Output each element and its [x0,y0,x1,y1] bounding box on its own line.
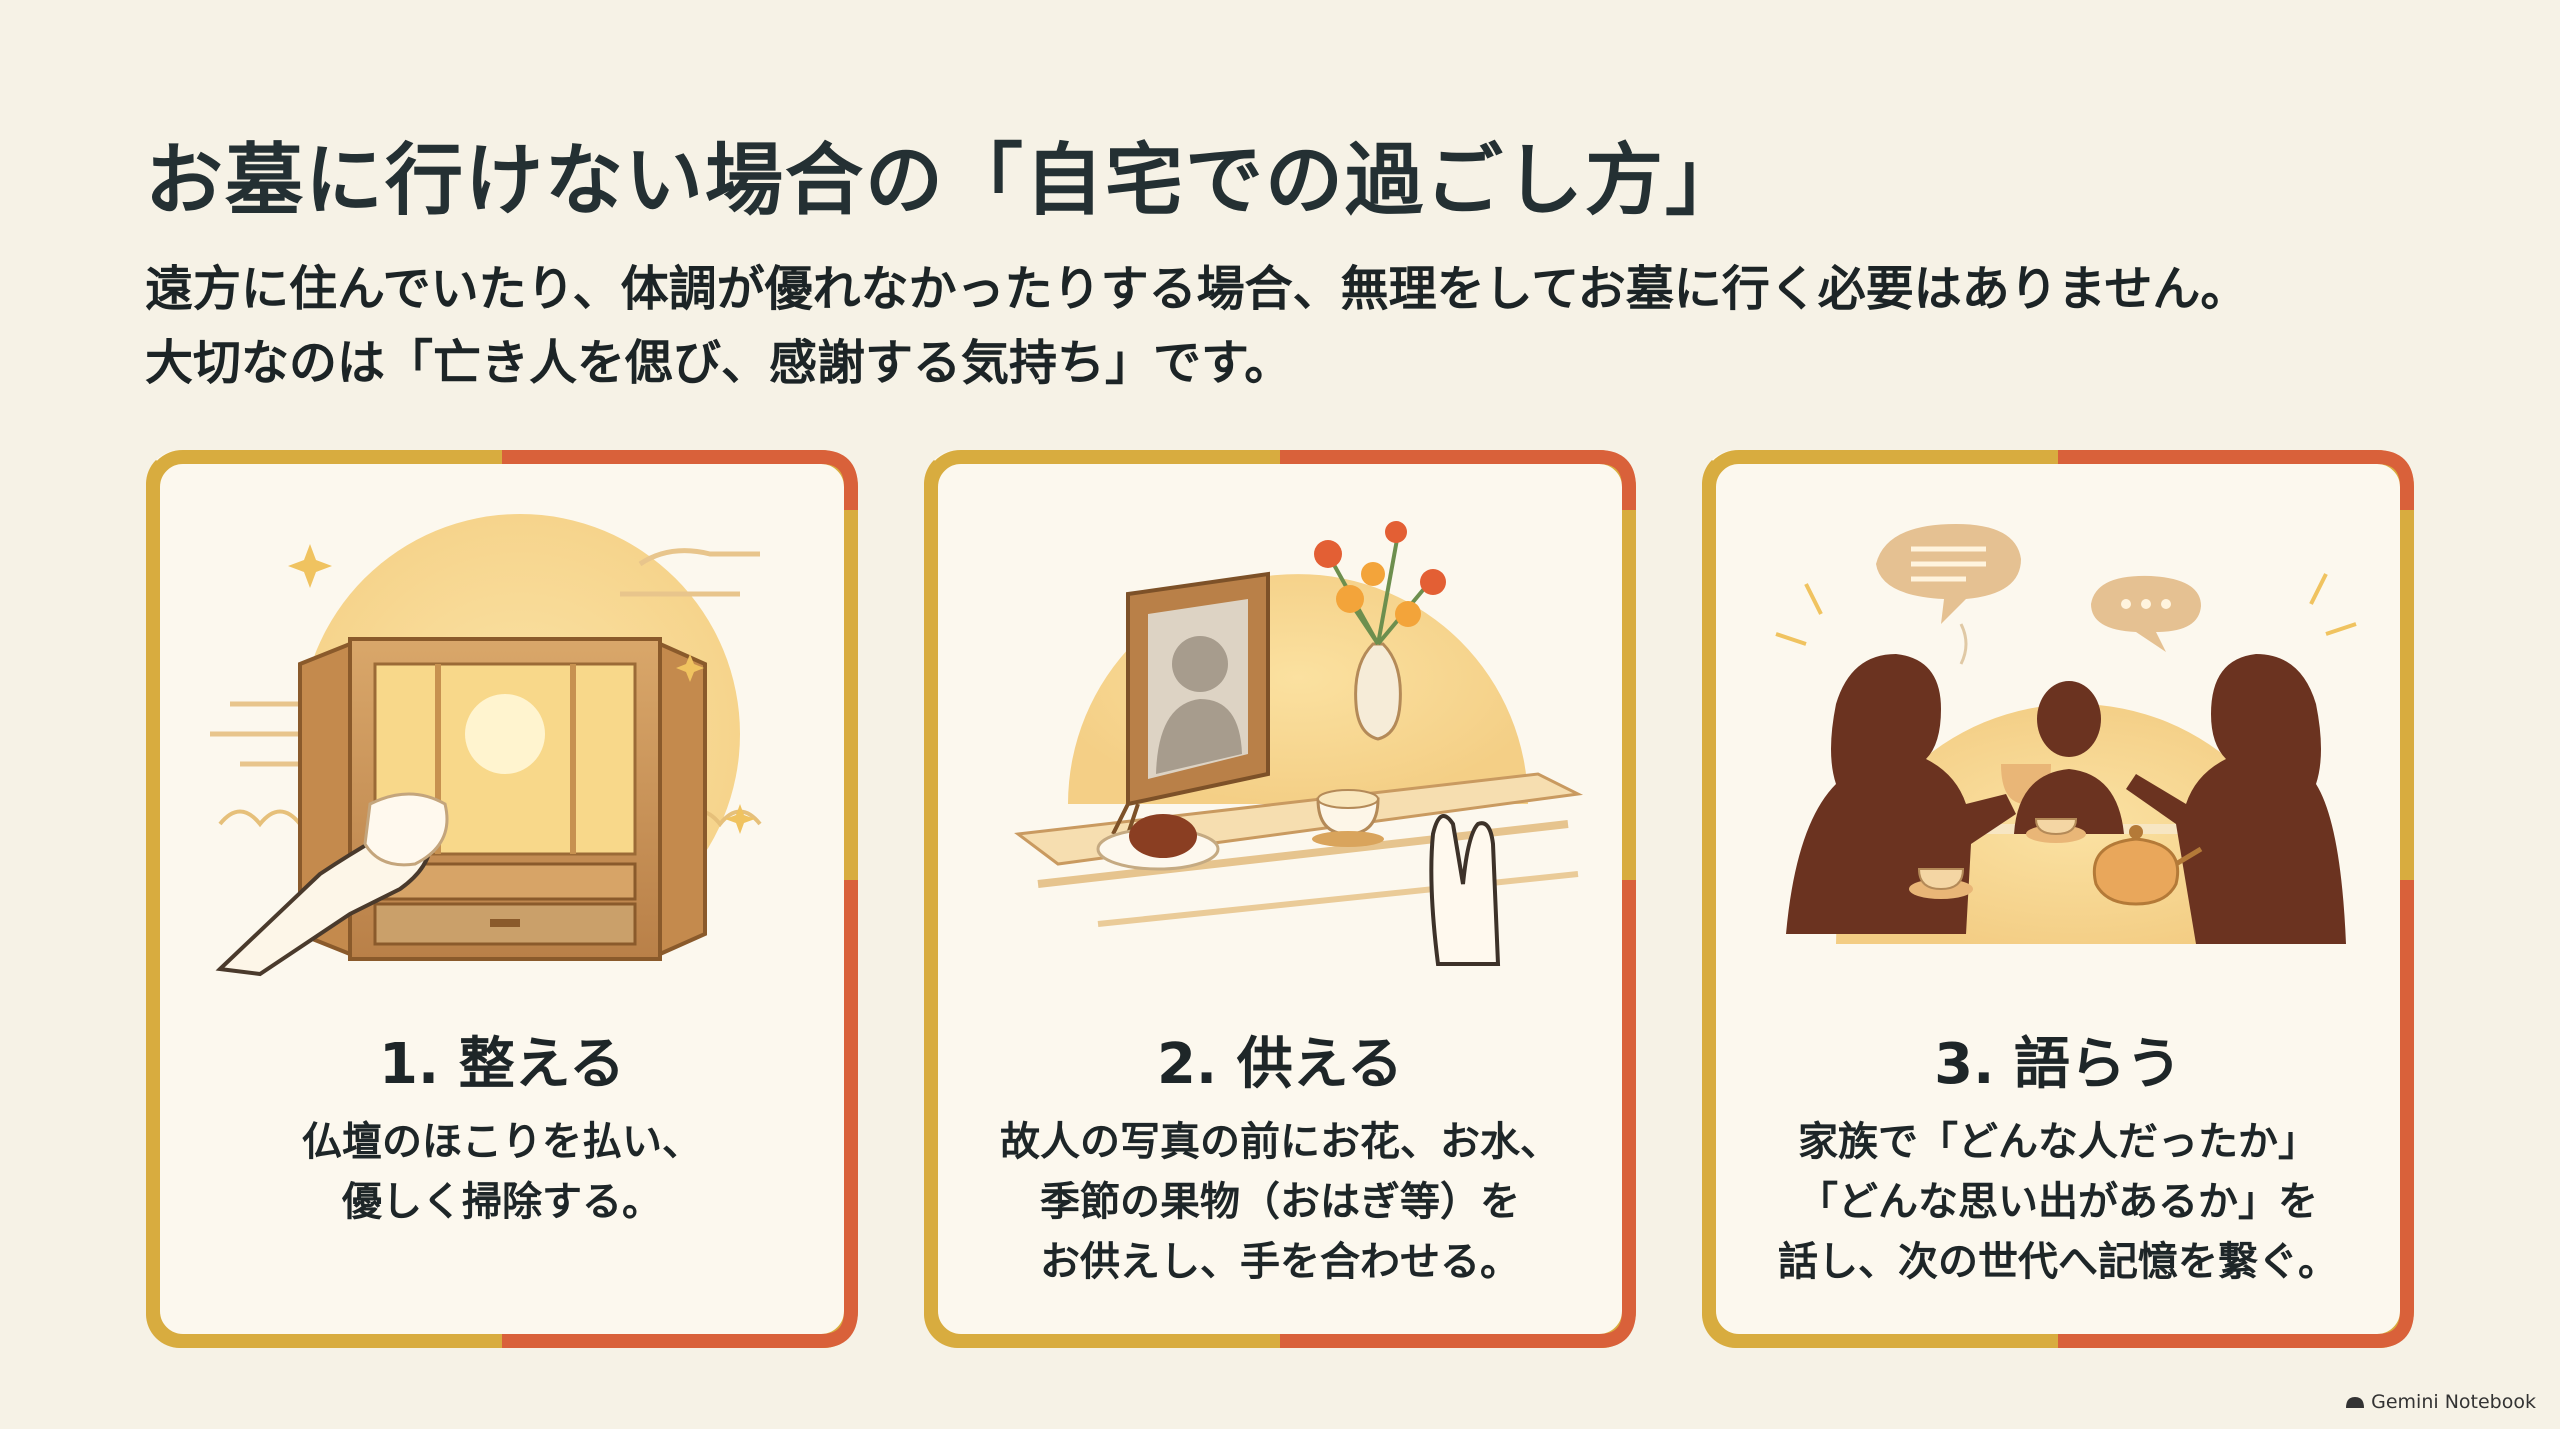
family-conversation-illustration [1775,524,2357,944]
subtitle-line-2: 大切なのは「亡き人を偲び、感謝する気持ち」です。 [145,335,1293,391]
card-body-line: 優しく掃除する。 [342,1179,662,1225]
page-subtitle: 遠方に住んでいたり、体調が優れなかったりする場合、無理をしてお墓に行く必要はあり… [145,252,2248,400]
card-body: 家族で「どんな人だったか」 「どんな思い出があるか」を 話し、次の世代へ記憶を繋… [1716,1112,2400,1292]
card-body-line: お供えし、手を合わせる。 [1040,1239,1520,1285]
card-offer: 2. 供える 故人の写真の前にお花、お水、 季節の果物（おはぎ等）を お供えし、… [924,450,1636,1348]
card-title: 2. 供える [1156,1032,1404,1097]
page-title: お墓に行けない場合の「自宅での過ごし方」 [145,136,1746,226]
card-tidy: 1. 整える 仏壇のほこりを払い、 優しく掃除する。 [146,450,858,1348]
card-body-line: 仏壇のほこりを払い、 [302,1119,702,1165]
card-body-line: 話し、次の世代へ記憶を繋ぐ。 [1778,1239,2338,1285]
card-body-line: 季節の果物（おはぎ等）を [1040,1179,1520,1225]
card-body: 仏壇のほこりを払い、 優しく掃除する。 [160,1112,844,1232]
watermark-text: Gemini Notebook [2371,1391,2536,1413]
card-title: 3. 語らう [1934,1032,2182,1097]
card-body: 故人の写真の前にお花、お水、 季節の果物（おはぎ等）を お供えし、手を合わせる。 [938,1112,1622,1292]
card-body-line: 故人の写真の前にお花、お水、 [1000,1119,1560,1165]
watermark: Gemini Notebook [2345,1391,2536,1413]
offering-altar-illustration [1014,521,1584,966]
card-talk: 3. 語らう 家族で「どんな人だったか」 「どんな思い出があるか」を 話し、次の… [1702,450,2414,1348]
card-body-line: 「どんな思い出があるか」を [1798,1179,2318,1225]
card-body-line: 家族で「どんな人だったか」 [1798,1119,2318,1165]
notebook-logo-icon [2346,1397,2365,1408]
subtitle-line-1: 遠方に住んでいたり、体調が優れなかったりする場合、無理をしてお墓に行く必要はあり… [145,261,2249,317]
butsudan-cleaning-illustration [210,514,762,977]
card-title: 1. 整える [378,1032,626,1097]
